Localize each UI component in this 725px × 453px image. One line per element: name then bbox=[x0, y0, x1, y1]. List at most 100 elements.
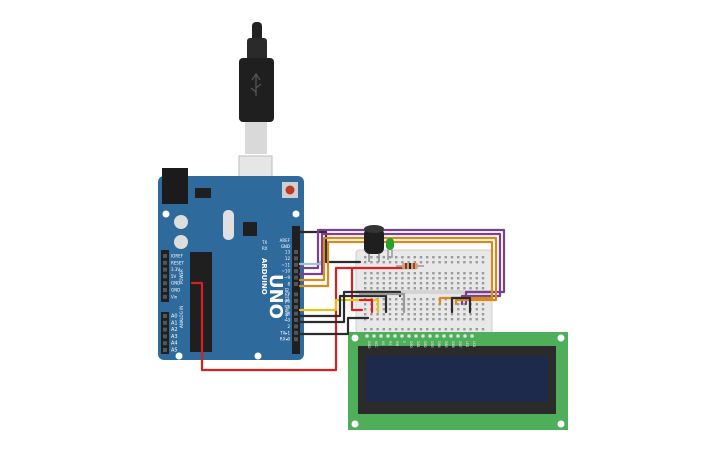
analog-pin[interactable] bbox=[163, 348, 167, 352]
breadboard-hole[interactable] bbox=[475, 277, 478, 280]
breadboard-hole[interactable] bbox=[426, 298, 429, 301]
breadboard-hole[interactable] bbox=[395, 298, 398, 301]
analog-pin[interactable] bbox=[163, 341, 167, 346]
breadboard-hole[interactable] bbox=[382, 287, 385, 290]
breadboard-hole[interactable] bbox=[469, 328, 472, 331]
breadboard-hole[interactable] bbox=[444, 287, 447, 290]
breadboard-hole[interactable] bbox=[450, 313, 454, 316]
breadboard-hole[interactable] bbox=[395, 261, 398, 264]
breadboard-hole[interactable] bbox=[370, 256, 373, 259]
breadboard-hole[interactable] bbox=[388, 277, 392, 280]
breadboard-hole[interactable] bbox=[382, 261, 385, 264]
breadboard-hole[interactable] bbox=[395, 256, 398, 259]
breadboard-hole[interactable] bbox=[457, 287, 460, 290]
digital-pin[interactable] bbox=[294, 292, 298, 297]
breadboard-hole[interactable] bbox=[407, 282, 410, 285]
breadboard-hole[interactable] bbox=[444, 303, 447, 306]
breadboard-hole[interactable] bbox=[388, 261, 392, 264]
breadboard-hole[interactable] bbox=[370, 272, 373, 275]
breadboard-hole[interactable] bbox=[463, 282, 466, 285]
breadboard-hole[interactable] bbox=[450, 256, 454, 259]
breadboard-hole[interactable] bbox=[463, 261, 466, 264]
power-pin[interactable] bbox=[163, 267, 167, 272]
breadboard-hole[interactable] bbox=[388, 318, 392, 321]
breadboard-hole[interactable] bbox=[444, 313, 447, 316]
wire-red-3[interactable] bbox=[358, 298, 374, 314]
breadboard-hole[interactable] bbox=[407, 328, 410, 331]
breadboard-hole[interactable] bbox=[475, 328, 478, 331]
breadboard-hole[interactable] bbox=[469, 277, 472, 280]
breadboard-hole[interactable] bbox=[426, 308, 429, 311]
breadboard-hole[interactable] bbox=[413, 277, 416, 280]
breadboard-hole[interactable] bbox=[475, 261, 478, 264]
lcd-pin[interactable] bbox=[470, 334, 474, 338]
breadboard-hole[interactable] bbox=[432, 303, 435, 306]
breadboard-hole[interactable] bbox=[450, 261, 454, 264]
breadboard-hole[interactable] bbox=[388, 328, 392, 331]
lcd-pin[interactable] bbox=[365, 334, 369, 338]
breadboard-hole[interactable] bbox=[419, 272, 423, 275]
breadboard-hole[interactable] bbox=[388, 298, 392, 301]
breadboard-hole[interactable] bbox=[419, 318, 423, 321]
breadboard-hole[interactable] bbox=[419, 282, 423, 285]
breadboard-hole[interactable] bbox=[395, 313, 398, 316]
breadboard-hole[interactable] bbox=[370, 313, 373, 316]
breadboard-hole[interactable] bbox=[388, 287, 392, 290]
breadboard-hole[interactable] bbox=[469, 261, 472, 264]
digital-pin[interactable] bbox=[294, 305, 298, 310]
breadboard-hole[interactable] bbox=[475, 282, 478, 285]
breadboard-hole[interactable] bbox=[481, 282, 485, 285]
wire-yellow[interactable] bbox=[298, 298, 380, 314]
wire-purple-2[interactable] bbox=[298, 232, 502, 306]
breadboard-hole[interactable] bbox=[481, 277, 485, 280]
breadboard-hole[interactable] bbox=[463, 287, 466, 290]
breadboard-hole[interactable] bbox=[444, 277, 447, 280]
breadboard-hole[interactable] bbox=[432, 256, 435, 259]
breadboard-hole[interactable] bbox=[426, 277, 429, 280]
breadboard-hole[interactable] bbox=[457, 308, 460, 311]
breadboard-hole[interactable] bbox=[444, 328, 447, 331]
digital-pin[interactable] bbox=[294, 262, 298, 267]
breadboard-hole[interactable] bbox=[419, 328, 423, 331]
breadboard-hole[interactable] bbox=[382, 313, 385, 316]
breadboard-hole[interactable] bbox=[432, 298, 435, 301]
wire-orange[interactable] bbox=[298, 236, 498, 306]
breadboard-hole[interactable] bbox=[376, 328, 379, 331]
breadboard-hole[interactable] bbox=[469, 272, 472, 275]
breadboard-hole[interactable] bbox=[419, 303, 423, 306]
breadboard-hole[interactable] bbox=[407, 313, 410, 316]
breadboard-hole[interactable] bbox=[413, 298, 416, 301]
digital-pin[interactable] bbox=[294, 282, 298, 286]
breadboard-hole[interactable] bbox=[426, 328, 429, 331]
breadboard-hole[interactable] bbox=[438, 282, 441, 285]
breadboard-hole[interactable] bbox=[438, 287, 441, 290]
breadboard-hole[interactable] bbox=[432, 328, 435, 331]
breadboard-hole[interactable] bbox=[364, 318, 367, 321]
breadboard-hole[interactable] bbox=[481, 313, 485, 316]
breadboard-hole[interactable] bbox=[376, 261, 379, 264]
breadboard-hole[interactable] bbox=[407, 308, 410, 311]
breadboard-hole[interactable] bbox=[413, 303, 416, 306]
breadboard-hole[interactable] bbox=[401, 256, 404, 259]
breadboard-hole[interactable] bbox=[370, 277, 373, 280]
breadboard-hole[interactable] bbox=[413, 318, 416, 321]
breadboard-hole[interactable] bbox=[407, 287, 410, 290]
breadboard-hole[interactable] bbox=[395, 287, 398, 290]
lcd-pin[interactable] bbox=[386, 334, 390, 338]
breadboard-hole[interactable] bbox=[469, 318, 472, 321]
breadboard-hole[interactable] bbox=[463, 303, 466, 306]
breadboard-hole[interactable] bbox=[426, 303, 429, 306]
breadboard-hole[interactable] bbox=[450, 328, 454, 331]
breadboard-hole[interactable] bbox=[432, 282, 435, 285]
breadboard-hole[interactable] bbox=[457, 261, 460, 264]
wire-orange-2[interactable] bbox=[298, 240, 494, 306]
breadboard-hole[interactable] bbox=[419, 277, 423, 280]
breadboard-hole[interactable] bbox=[370, 282, 373, 285]
power-pin[interactable] bbox=[163, 281, 167, 286]
breadboard-hole[interactable] bbox=[419, 261, 423, 264]
analog-pin[interactable] bbox=[163, 320, 167, 325]
breadboard-hole[interactable] bbox=[438, 313, 441, 316]
breadboard-hole[interactable] bbox=[432, 277, 435, 280]
breadboard-hole[interactable] bbox=[419, 313, 423, 316]
breadboard-hole[interactable] bbox=[413, 282, 416, 285]
